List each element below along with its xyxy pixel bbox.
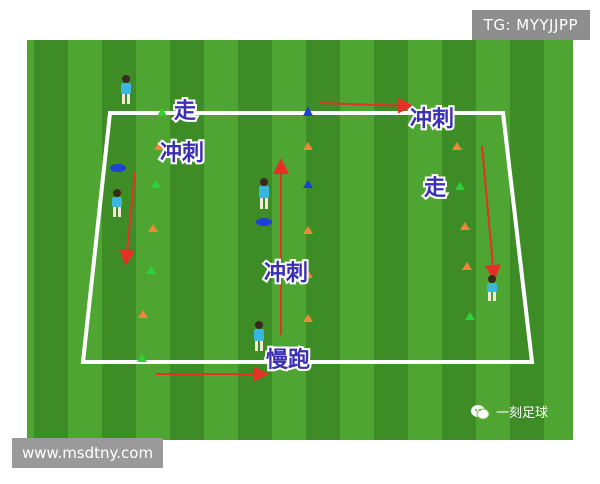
arrow-left-down <box>119 171 136 266</box>
cone-green <box>146 266 156 274</box>
cone-green <box>157 108 167 116</box>
label-walk-top: 走 <box>174 99 196 124</box>
watermark-bottom: www.msdtny.com <box>12 438 164 468</box>
orange-cones <box>138 142 472 322</box>
training-area-boundary <box>80 111 535 364</box>
arrow-right-down <box>481 145 501 281</box>
cone-orange <box>452 142 462 150</box>
label-walk-right: 走 <box>424 176 446 201</box>
player-bottom-center <box>254 321 264 351</box>
cone-orange <box>303 270 313 278</box>
wechat-icon <box>471 404 490 419</box>
label-sprint-top-right: 冲刺 <box>410 107 454 132</box>
player-top-left <box>121 75 131 104</box>
cone-orange <box>154 142 164 150</box>
cone-blue-disc <box>110 164 126 172</box>
player-right <box>487 275 497 301</box>
pitch <box>27 40 573 440</box>
cone-blue-disc <box>256 218 272 226</box>
cone-green <box>465 312 475 320</box>
cone-orange <box>303 142 313 150</box>
channel-watermark: 一刻足球 <box>470 402 548 421</box>
arrow-top-right <box>319 97 414 114</box>
label-sprint-center: 冲刺 <box>264 261 308 286</box>
watermark-top: TG: MYYJJPP <box>471 10 590 40</box>
cone-green <box>455 182 465 190</box>
player-left <box>112 189 122 217</box>
cone-green <box>151 180 161 188</box>
cone-orange <box>460 222 470 230</box>
blue-cones <box>110 106 313 226</box>
green-cones <box>137 108 475 362</box>
cone-orange <box>462 262 472 270</box>
label-sprint-left: 冲刺 <box>160 141 204 166</box>
cone-orange <box>303 226 313 234</box>
cone-green <box>137 354 147 362</box>
cone-blue <box>303 106 313 116</box>
cone-orange <box>148 224 158 232</box>
player-center <box>259 178 269 209</box>
cone-blue <box>303 180 313 188</box>
channel-name: 一刻足球 <box>496 406 549 421</box>
label-jog-bottom: 慢跑 <box>266 347 310 373</box>
cone-orange <box>138 310 148 318</box>
cone-orange <box>303 314 313 322</box>
